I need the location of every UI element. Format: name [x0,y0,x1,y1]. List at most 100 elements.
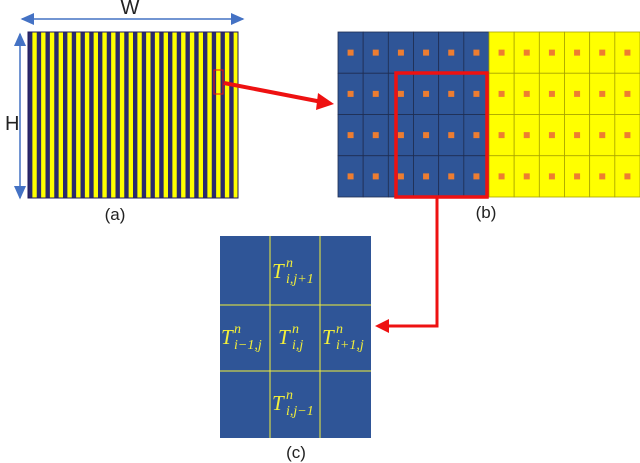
stripe-dark [203,32,208,198]
stripe-dark [106,32,112,198]
cell-center-marker [574,173,581,180]
cell-right-base: T [322,325,335,349]
cell-center-marker [372,49,379,56]
stripe-dark [98,32,103,198]
cell-center-marker [473,132,480,139]
cell-center-marker [423,90,430,97]
cell-right-sub: i+1,j [336,338,364,353]
cell-center-marker [423,132,430,139]
stripe-dark [159,32,164,198]
stripe-pattern [28,32,238,198]
cell-center-marker [498,49,505,56]
stripe-dark [28,32,33,198]
cell-left-base: T [221,325,234,349]
cell-center-marker [347,90,354,97]
stripe-dark [150,32,155,198]
cell-center-marker [347,49,354,56]
cell-center-marker [372,132,379,139]
cell-center-marker [574,132,581,139]
cell-center-marker [548,173,555,180]
cell-bottom-sup: n [286,388,293,403]
stripe-dark [54,32,59,198]
zoom-arrow-a-to-b [223,81,323,104]
cell-center-marker [448,132,455,139]
selection-box [213,69,224,95]
cell-center-marker [372,173,379,180]
cell-center-marker [523,173,530,180]
cell-center-marker [599,173,606,180]
cell-center-marker [423,49,430,56]
cell-center-marker [423,173,430,180]
stencil-highlight-box [394,71,489,199]
cell-center-marker [448,90,455,97]
width-label: W [121,0,140,19]
cell-grid [337,31,640,198]
cell-center-marker [448,49,455,56]
stripe-dark [194,32,199,198]
cell-center-marker [624,90,631,97]
cell-bottom-base: T [272,391,285,415]
cell-top-sub: i,j+1 [286,272,314,287]
zoom-arrow-head-b-to-c [375,319,389,333]
caption-c: (c) [286,443,306,462]
zoom-arrow-head-a-to-b [316,93,334,110]
cell-center-marker [347,132,354,139]
grid-cell-yellow [614,155,640,198]
cell-center-marker [574,90,581,97]
cell-center-marker [599,90,606,97]
cell-center-marker [624,49,631,56]
cell-label-left: T n i−1,j [221,320,262,353]
cell-center-marker [498,173,505,180]
stripe-dark [71,32,77,198]
stripe-dark [124,32,129,198]
cell-label-bottom: T n i,j−1 [272,386,314,419]
stripe-dark [36,32,42,198]
cell-center-marker [523,49,530,56]
stripe-dark [63,32,68,198]
cell-center-sup: n [292,322,299,337]
grid-cell-yellow [513,114,540,157]
panel-c: T n i,j+1 T n i−1,j T n i,j T n i+1,j T … [220,236,371,462]
cell-center-marker [397,173,404,180]
stripe-dark [185,32,190,198]
zoom-arrow-b-to-c [386,197,439,328]
cell-center-marker [599,49,606,56]
cell-center-marker [624,173,631,180]
stripe-dark [80,32,85,198]
stripe-dark [211,32,217,198]
cell-label-center: T n i,j [278,320,303,353]
cell-center-marker [548,90,555,97]
stripe-dark [133,32,138,198]
cell-center-marker [397,132,404,139]
cell-label-right: T n i+1,j [322,320,364,353]
cell-center-marker [548,132,555,139]
stripe-dark [141,32,147,198]
cell-center-marker [523,90,530,97]
cell-center-sub: i,j [292,338,303,353]
cell-center-marker [498,90,505,97]
cell-center-marker [397,49,404,56]
stripe-frame [27,31,239,199]
cell-center-marker [347,173,354,180]
cell-center-marker [372,90,379,97]
panel-b: (b) [337,31,640,222]
cell-center-marker [624,132,631,139]
cell-left-sup: n [234,322,241,337]
stencil-background [220,236,371,438]
stripe-dark [89,32,94,198]
grid-cell-yellow [564,72,591,115]
cell-center-marker [498,132,505,139]
cell-center-marker [473,49,480,56]
caption-a: (a) [105,205,126,224]
cell-left-sub: i−1,j [234,338,262,353]
cell-center-marker [473,173,480,180]
cell-center-marker [523,132,530,139]
stripe-dark [115,32,120,198]
stripe-dark [176,32,182,198]
stripe-dark [45,32,50,198]
stripe-dark [220,32,225,198]
cell-center-marker [397,90,404,97]
cell-center-marker [448,173,455,180]
